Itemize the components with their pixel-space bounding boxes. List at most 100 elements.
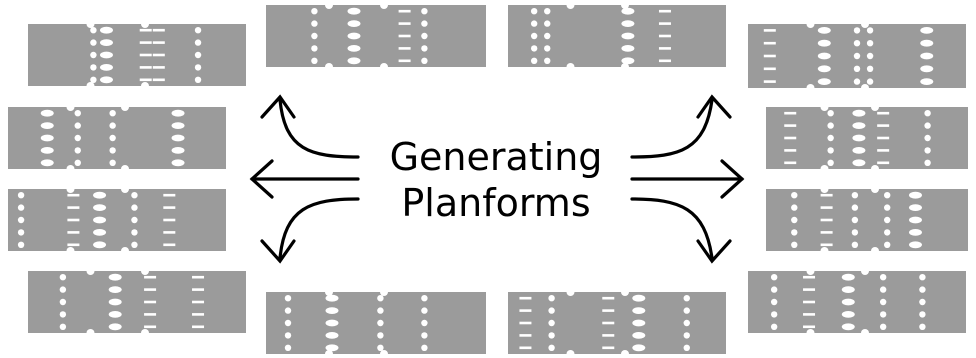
edge-notch <box>806 329 815 337</box>
edge-notch <box>871 165 879 173</box>
perforation <box>194 39 202 46</box>
edge-notch <box>861 329 869 337</box>
edge-notch <box>325 350 333 358</box>
arrow-down-right <box>630 197 714 260</box>
perforation <box>171 134 185 142</box>
perforation <box>853 27 861 34</box>
perforation <box>284 332 292 339</box>
perforation <box>139 66 152 69</box>
perforation <box>99 76 113 84</box>
perforation <box>820 231 833 234</box>
perforation <box>763 67 776 71</box>
perforation <box>421 57 428 64</box>
edge-notch <box>820 165 829 173</box>
perforation <box>171 147 185 154</box>
perforation <box>421 295 428 302</box>
perforation <box>852 109 866 117</box>
perforation <box>519 334 532 337</box>
perforation <box>920 27 934 34</box>
edge-notch <box>621 350 629 358</box>
edge-notch <box>621 1 629 9</box>
perforation <box>17 241 25 248</box>
perforation <box>74 147 81 154</box>
perforation <box>791 192 798 199</box>
perforation <box>602 346 615 350</box>
perforation <box>192 275 205 279</box>
perforation <box>852 122 866 129</box>
perforation <box>40 134 54 142</box>
perforation <box>683 332 690 339</box>
perforation <box>93 216 107 224</box>
perforation <box>621 20 635 27</box>
perforation <box>791 241 798 248</box>
perforation <box>853 52 861 60</box>
perforation <box>770 286 778 293</box>
perforation <box>866 40 874 47</box>
perforation <box>421 332 428 339</box>
perforation <box>920 52 934 60</box>
edge-notch <box>871 103 879 111</box>
perforation <box>59 286 67 293</box>
edge-notch <box>121 185 129 193</box>
perforation <box>284 307 292 314</box>
perforation <box>108 273 122 281</box>
edge-notch <box>820 247 829 255</box>
perforation <box>171 122 185 129</box>
arrow-up-right-head <box>696 94 732 119</box>
edge-notch <box>121 165 129 173</box>
perforation <box>144 288 157 291</box>
planform-panel <box>28 267 246 337</box>
perforation <box>770 298 778 306</box>
perforation <box>544 8 551 15</box>
arrow-down-left-head <box>260 239 296 264</box>
panel-plate <box>8 189 226 251</box>
edge-notch <box>806 267 815 275</box>
perforation <box>90 64 97 71</box>
perforation <box>841 323 855 331</box>
perforation <box>683 307 690 314</box>
perforation <box>632 319 646 327</box>
perforation <box>602 321 615 325</box>
perforation <box>803 288 816 291</box>
edge-notch <box>325 288 333 296</box>
perforation <box>311 45 318 52</box>
edge-notch <box>806 20 815 28</box>
perforation <box>884 216 891 224</box>
perforation <box>770 323 778 330</box>
perforation <box>919 311 926 318</box>
perforation <box>192 325 205 329</box>
edge-notch <box>141 82 149 90</box>
perforation <box>683 319 690 327</box>
edge-notch <box>121 247 129 255</box>
perforation <box>602 334 615 337</box>
perforation <box>59 298 67 306</box>
perforation <box>90 27 97 34</box>
perforation <box>632 307 646 314</box>
perforation <box>93 229 107 236</box>
perforation <box>770 274 778 281</box>
perforation <box>884 241 891 248</box>
perforation <box>421 20 428 27</box>
perforation <box>421 32 428 40</box>
perforation <box>908 191 922 199</box>
perforation <box>879 323 887 330</box>
planform-panel <box>766 103 968 173</box>
perforation <box>131 216 138 224</box>
perforation <box>791 216 798 224</box>
edge-notch <box>66 247 75 255</box>
perforation <box>347 20 361 27</box>
perforation <box>920 65 934 73</box>
perforation <box>131 241 138 248</box>
perforation <box>827 122 834 129</box>
perforation <box>311 32 318 40</box>
perforation <box>163 206 176 209</box>
perforation <box>139 78 152 82</box>
perforation <box>877 111 890 115</box>
planform-panel <box>748 20 966 92</box>
perforation <box>908 204 922 212</box>
perforation <box>152 66 165 69</box>
perforation <box>347 45 361 52</box>
perforation <box>884 229 891 236</box>
perforation <box>90 39 97 46</box>
edge-notch <box>141 20 149 28</box>
